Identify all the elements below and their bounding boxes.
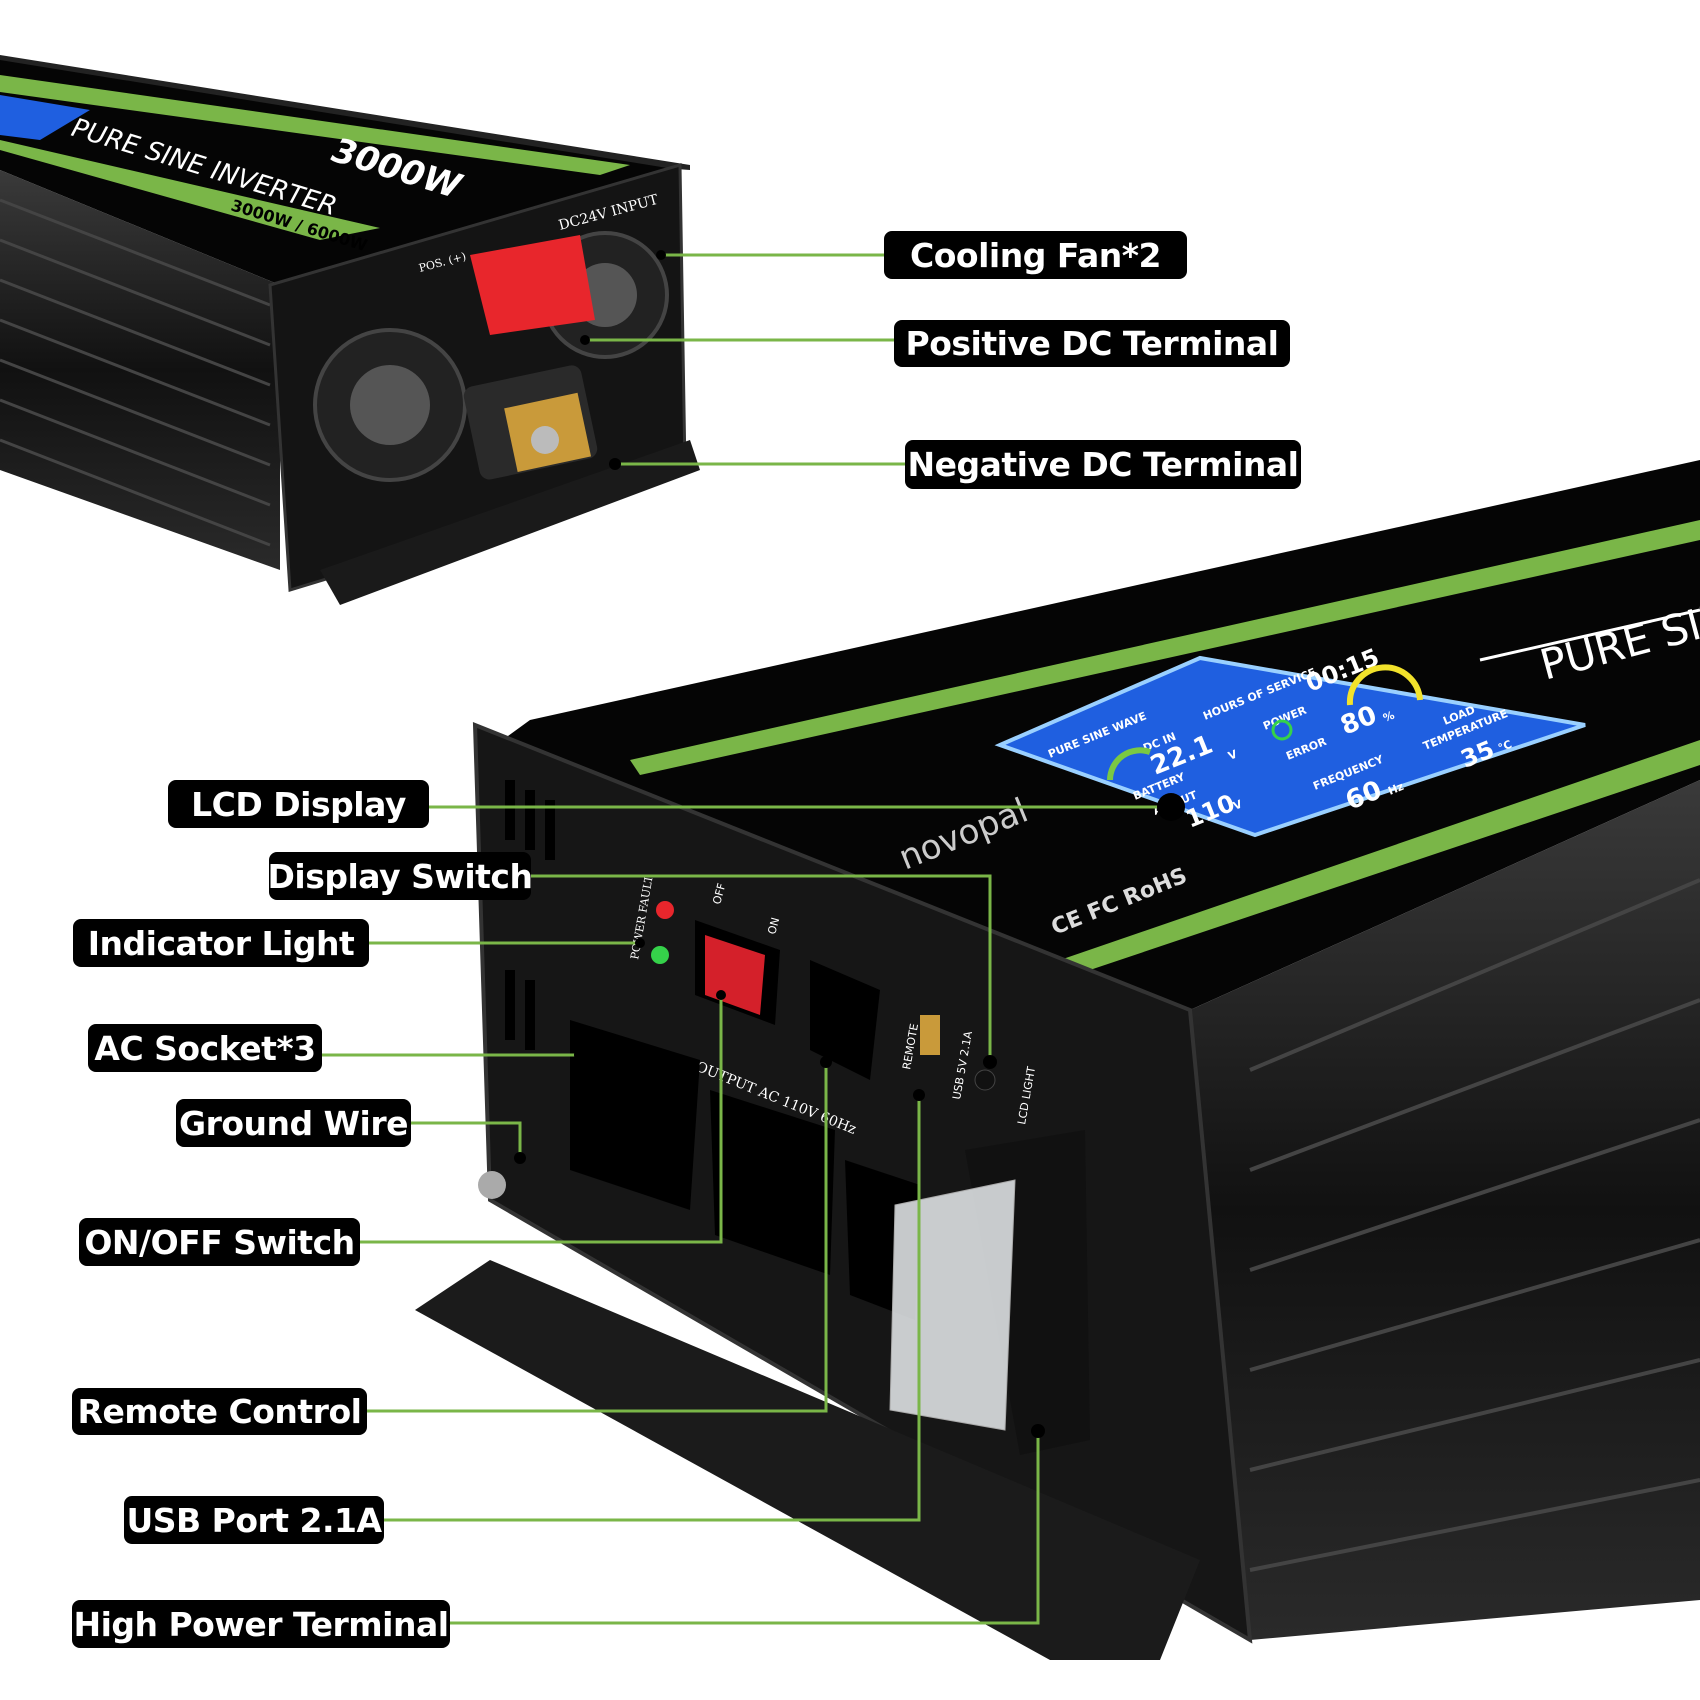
usb-port: [920, 1015, 940, 1055]
label-indicator-light: Indicator Light: [73, 919, 369, 967]
fault-indicator-light: [656, 901, 674, 919]
positive-terminal-cover: [470, 235, 595, 335]
battery-gauge-icon: [1107, 747, 1151, 781]
label-remote-control: Remote Control: [72, 1388, 367, 1435]
lcd-thumbnail: [0, 95, 90, 140]
load-gauge-icon: [1346, 664, 1423, 706]
switch-on-label: ON: [765, 916, 782, 936]
label-positive-dc-terminal: Positive DC Terminal: [894, 320, 1290, 367]
callout-leaders: [322, 253, 1171, 1625]
label-on-off-switch: ON/OFF Switch: [79, 1218, 360, 1266]
lcd-load-unit: %: [1381, 709, 1396, 725]
top-panel: [0, 60, 680, 285]
heatsink-fins: [0, 170, 280, 570]
bottom-inverter: PURE SINE WAVE HOURS OF SERVICE 00:15 PO…: [415, 460, 1700, 1660]
label-cooling-fan: Cooling Fan*2: [884, 231, 1187, 279]
terminal-cover: [889, 1179, 1016, 1431]
label-ground-wire: Ground Wire: [176, 1099, 411, 1147]
lcd-frequency-unit: Hz: [1386, 780, 1405, 798]
label-negative-dc-terminal: Negative DC Terminal: [905, 440, 1301, 489]
switch-off-label: OFF: [710, 882, 728, 906]
label-usb-port: USB Port 2.1A: [124, 1496, 384, 1544]
remote-port: [810, 960, 880, 1080]
ac-socket-1: [570, 1020, 700, 1210]
label-lcd-display: LCD Display: [168, 780, 429, 828]
label-ac-socket: AC Socket*3: [88, 1024, 322, 1072]
callout-dots: [514, 250, 1185, 1438]
mounting-bracket: [415, 1260, 1200, 1660]
display-switch-button: [974, 1069, 996, 1091]
label-high-power-terminal: High Power Terminal: [72, 1600, 450, 1648]
label-display-switch: Display Switch: [268, 852, 533, 900]
ac-socket-2: [710, 1090, 835, 1275]
negative-terminal-bolt: [531, 426, 559, 454]
power-icon: [1271, 719, 1293, 741]
power-indicator-light: [651, 946, 669, 964]
lcd-temperature-unit: °C: [1496, 738, 1513, 755]
top-inverter: PURE SINE INVERTER 3000W 3000W / 6000W D…: [0, 55, 700, 605]
ground-wire-bolt: [478, 1171, 506, 1199]
side-heatsink: [1190, 780, 1700, 1640]
